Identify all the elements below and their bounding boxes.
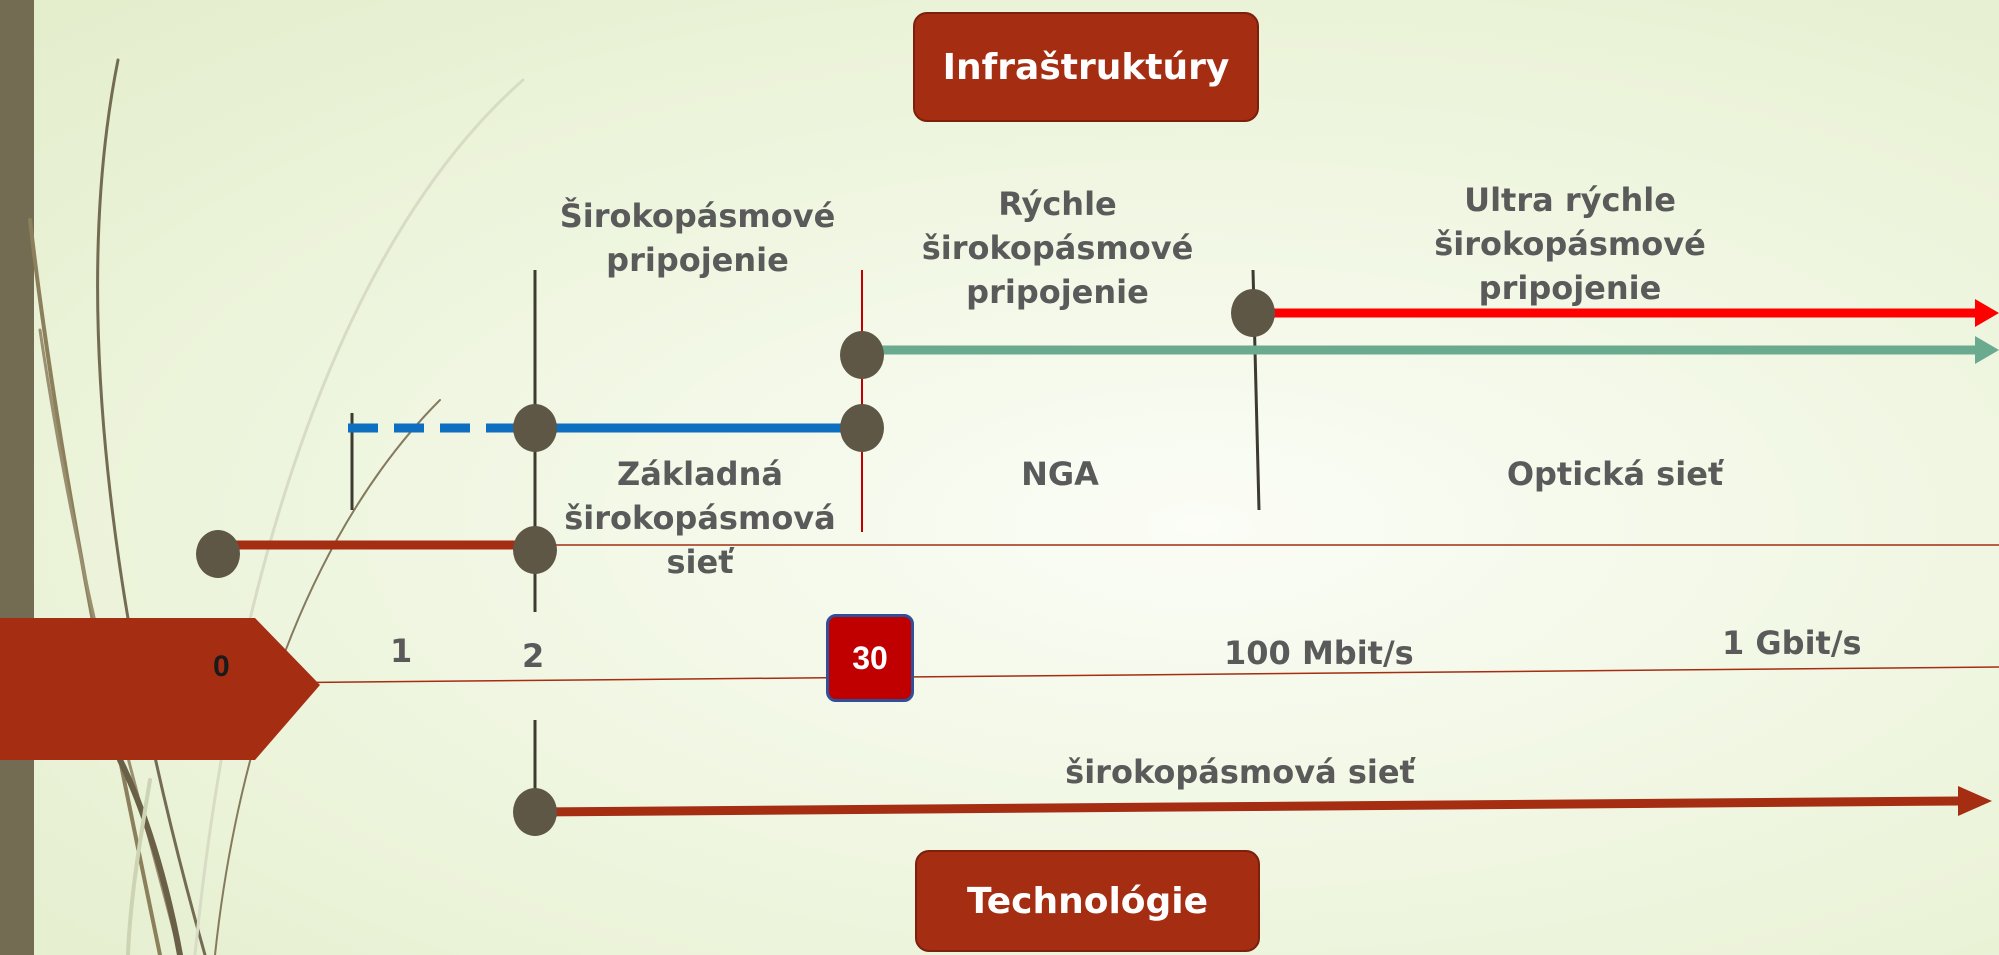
optical-network-label: Optická sieť xyxy=(1506,455,1724,493)
fast-broadband-label: Rýchle širokopásmové pripojenie xyxy=(921,185,1194,311)
node-100-red xyxy=(1231,289,1275,337)
technology-box: Technológie xyxy=(915,850,1260,952)
left-accent-bar xyxy=(0,0,34,955)
node-30-teal xyxy=(840,331,884,379)
basic-network-label: Základná širokopásmová sieť xyxy=(564,455,836,581)
node-basic-start xyxy=(196,530,240,578)
node-2-technology xyxy=(513,788,557,836)
speed-1: 1 xyxy=(390,632,413,670)
technology-arrowhead xyxy=(1958,786,1992,816)
speed-30-badge: 30 xyxy=(826,614,914,702)
node-2-blue xyxy=(513,404,557,452)
broadband-label: Širokopásmové pripojenie xyxy=(559,197,836,279)
infrastructure-box: Infraštruktúry xyxy=(913,12,1259,122)
speed-100-mbit: 100 Mbit/s xyxy=(1224,634,1414,672)
nga-label: NGA xyxy=(1021,455,1099,493)
decorative-curve xyxy=(126,778,152,955)
ultra-fast-broadband-label: Ultra rýchle širokopásmové pripojenie xyxy=(1434,181,1706,307)
speed-2: 2 xyxy=(522,637,545,675)
speed-axis-line xyxy=(249,666,1999,684)
decorative-curve xyxy=(96,58,207,955)
speed-zero: 0 xyxy=(213,650,230,683)
decorative-curve xyxy=(193,78,525,955)
broadband-network-label: širokopásmová sieť xyxy=(1065,753,1415,791)
node-30-blue xyxy=(840,404,884,452)
decorative-curve xyxy=(117,757,183,955)
node-2-basic xyxy=(513,526,557,574)
zero-pentagon xyxy=(0,618,320,760)
teal-arrowhead xyxy=(1975,336,1999,364)
decorative-curve xyxy=(214,399,441,955)
speed-1-gbit: 1 Gbit/s xyxy=(1722,624,1862,662)
red-arrowhead xyxy=(1975,299,1999,327)
technology-arrow-line xyxy=(534,796,1961,817)
